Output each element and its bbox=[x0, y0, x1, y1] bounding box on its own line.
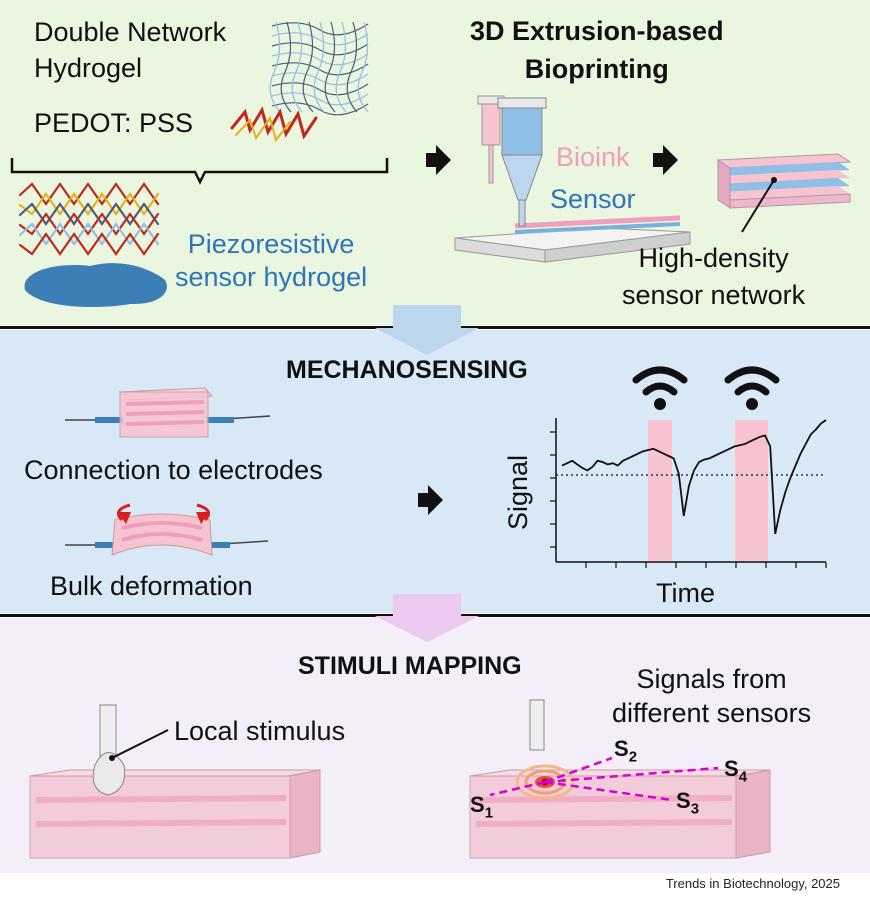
stimulus-label: Local stimulus bbox=[174, 716, 346, 746]
sensor-network-icon bbox=[716, 153, 852, 233]
connection-label: Connection to electrodes bbox=[24, 455, 323, 485]
flow-arrow bbox=[375, 594, 479, 642]
mesh-strand bbox=[313, 21, 325, 113]
mesh-strand bbox=[271, 102, 369, 116]
deformation-label: Bulk deformation bbox=[50, 571, 253, 601]
signal-chart bbox=[550, 418, 827, 568]
wireless-signal-icon bbox=[746, 398, 758, 410]
stimulus-probe-icon bbox=[92, 704, 169, 796]
mesh-strand bbox=[291, 21, 303, 113]
mesh-strand bbox=[271, 72, 369, 86]
polymer-strand bbox=[18, 202, 160, 226]
material-label: PEDOT: PSS bbox=[34, 108, 194, 138]
mesh-strand bbox=[271, 42, 369, 56]
mesh-strand bbox=[324, 21, 336, 113]
arrow-icon bbox=[426, 145, 451, 175]
polymer-strand bbox=[18, 182, 160, 206]
hydrogel-mesh-icon bbox=[269, 21, 369, 116]
chart-y-label: Signal bbox=[503, 454, 533, 530]
sensor-with-electrodes-icon bbox=[65, 387, 271, 438]
sensor-label-s3-index: 3 bbox=[690, 800, 700, 818]
wireless-signal-icon bbox=[654, 398, 666, 410]
sensor-label: Sensor bbox=[550, 184, 636, 214]
signals-label: Signals from different sensors bbox=[612, 664, 812, 728]
polymer-strand bbox=[18, 212, 160, 236]
sensor-label-s4: S4 bbox=[724, 756, 748, 786]
mechanosensing-panel bbox=[0, 330, 870, 613]
mesh-strand bbox=[357, 21, 369, 113]
mesh-strand bbox=[271, 92, 369, 106]
flow-arrow bbox=[375, 305, 479, 355]
composite-hydrogel-icon bbox=[18, 182, 167, 308]
sensor-hydrogel-label: Piezoresistive sensor hydrogel bbox=[175, 229, 368, 292]
mesh-strand bbox=[346, 21, 358, 113]
sensor-label-s2: S2 bbox=[614, 736, 638, 766]
mesh-strand bbox=[302, 21, 314, 113]
mesh-strand bbox=[335, 21, 347, 113]
mesh-strand bbox=[271, 52, 369, 66]
mesh-strand bbox=[271, 82, 369, 96]
sensor-label-s2-index: 2 bbox=[628, 748, 638, 766]
sensor-label-s4-index: 4 bbox=[738, 768, 748, 786]
sensor-label-s1: S1 bbox=[470, 792, 494, 822]
pedot-pss-icon bbox=[230, 106, 318, 143]
arrow-icon bbox=[653, 145, 678, 175]
stimuli-title: STIMULI MAPPING bbox=[298, 652, 522, 680]
sensor-label-s1-index: 1 bbox=[484, 804, 494, 822]
mesh-strand bbox=[280, 21, 292, 113]
material-label: Double Network Hydrogel bbox=[34, 17, 227, 83]
citation: Trends in Biotechnology, 2025 bbox=[665, 876, 840, 891]
sensor-block-right bbox=[469, 699, 771, 859]
polymer-strand bbox=[18, 222, 160, 246]
arrow-icon bbox=[418, 485, 443, 515]
sensor-block-left bbox=[29, 769, 321, 859]
signal-series-line bbox=[561, 419, 827, 535]
mesh-strand bbox=[271, 32, 369, 46]
wireless-signal-icon bbox=[724, 366, 780, 396]
wireless-signal-icon bbox=[632, 366, 688, 396]
event-highlight bbox=[648, 420, 672, 562]
polymer-strand bbox=[18, 192, 160, 216]
bioink-label: Bioink bbox=[556, 142, 630, 172]
process-title: 3D Extrusion-based Bioprinting bbox=[470, 16, 724, 84]
network-label: High-density sensor network bbox=[622, 243, 806, 310]
chart-x-label: Time bbox=[656, 578, 715, 608]
brace bbox=[10, 158, 389, 185]
mechanosensing-title: MECHANOSENSING bbox=[286, 356, 528, 384]
mesh-strand bbox=[269, 21, 281, 113]
deformed-sensor-icon bbox=[65, 503, 269, 556]
event-highlight bbox=[735, 420, 768, 562]
sensor-label-s3: S3 bbox=[676, 788, 700, 818]
bioprinter-icon bbox=[454, 95, 691, 263]
polymer-strand bbox=[18, 232, 160, 256]
